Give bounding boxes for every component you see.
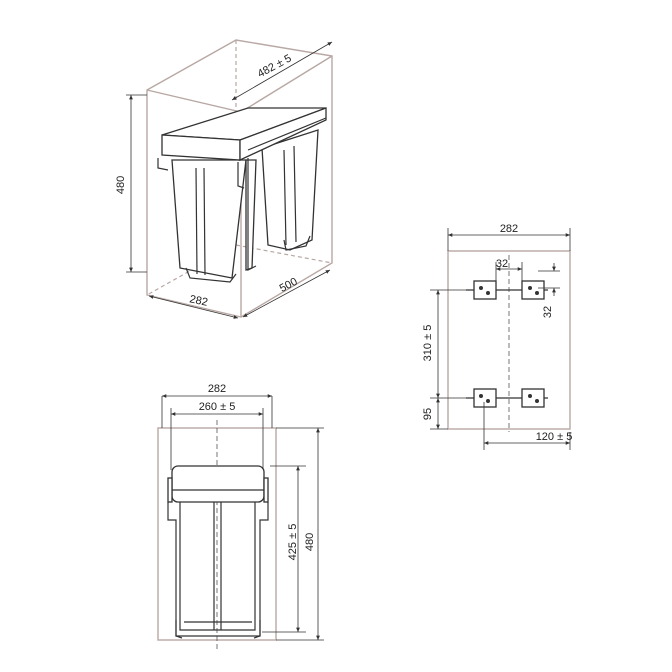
dim-front-inner: 260 ± 5: [199, 401, 236, 413]
dim-mount-bottom: 95: [422, 408, 434, 420]
front-bin: [167, 465, 269, 639]
mounting-view: 282 32 32: [422, 223, 572, 450]
dim-front-outer: 282: [208, 383, 226, 395]
dim-iso-front: 282: [188, 293, 208, 309]
lower-runner: [466, 388, 548, 408]
dim-front-bin-height: 425 ± 5: [287, 524, 299, 561]
mount-cabinet-outline: [447, 250, 571, 430]
iso-dim-depth: 500: [242, 269, 331, 318]
dim-iso-depth: 500: [278, 276, 300, 295]
dim-mount-offset: 120 ± 5: [536, 431, 573, 443]
isometric-view: 482 ± 5 480 282 500: [115, 39, 333, 319]
dim-mount-gap: 32: [496, 258, 508, 270]
upper-runner: [466, 280, 548, 300]
dim-mount-vgap: 32: [542, 306, 554, 318]
dim-front-height: 480: [304, 533, 316, 551]
iso-dim-front: 282: [148, 293, 239, 319]
dim-iso-width: 482 ± 5: [256, 52, 294, 80]
dim-iso-height: 480: [115, 176, 127, 194]
front-view: 282 260 ± 5 425 ± 5 480: [157, 383, 324, 650]
iso-dim-width: 482 ± 5: [231, 41, 333, 101]
iso-dim-height: 480: [115, 94, 147, 273]
dim-mount-spacing: 310 ± 5: [422, 325, 434, 362]
iso-bin: [157, 107, 327, 283]
dim-mount-width: 282: [500, 223, 518, 235]
